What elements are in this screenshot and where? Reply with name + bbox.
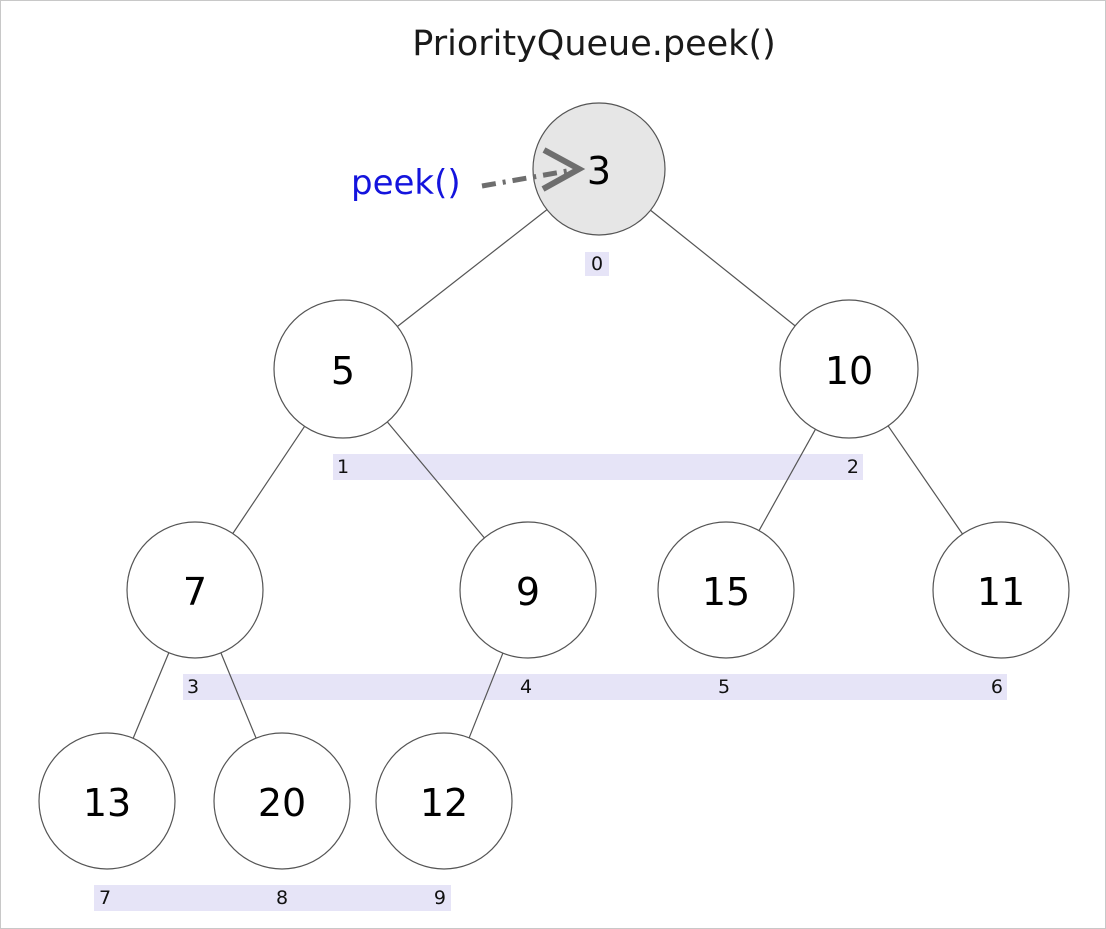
heap-node-circle[interactable] — [273, 299, 413, 439]
heap-node-value: 10 — [825, 349, 873, 393]
heap-node-1[interactable]: 5 — [273, 299, 413, 439]
heap-node-9[interactable]: 12 — [375, 732, 513, 870]
array-index-label: 7 — [99, 887, 111, 909]
heap-node-value: 9 — [516, 570, 540, 614]
array-index-label: 6 — [991, 676, 1003, 698]
peek-annotation-group: peek() — [351, 147, 586, 203]
heap-node-circle[interactable] — [779, 299, 919, 439]
array-index-label: 2 — [847, 456, 859, 478]
heap-node-circle[interactable] — [375, 732, 513, 870]
page-title: PriorityQueue.peek() — [412, 24, 776, 64]
tree-edge-3-8 — [220, 652, 257, 739]
tree-edge-4-9 — [468, 652, 504, 739]
array-index-label: 5 — [718, 676, 730, 698]
heap-node-value: 11 — [977, 570, 1025, 614]
index-band-level-0 — [585, 252, 609, 276]
tree-edge-2-6 — [887, 425, 963, 535]
heap-node-value: 5 — [331, 349, 355, 393]
index-band-level-1 — [333, 454, 863, 480]
heap-node-value: 3 — [587, 149, 611, 193]
heap-node-0[interactable]: 3 — [532, 102, 666, 236]
array-index-label: 0 — [591, 253, 603, 275]
array-index-label: 9 — [434, 887, 446, 909]
heap-node-value: 20 — [258, 781, 306, 825]
heap-node-6[interactable]: 11 — [932, 521, 1070, 659]
heap-node-circle[interactable] — [126, 521, 264, 659]
heap-node-circle-highlighted[interactable] — [532, 102, 666, 236]
tree-edge-3-7 — [132, 652, 170, 739]
heap-node-value: 13 — [83, 781, 131, 825]
heap-node-2[interactable]: 10 — [779, 299, 919, 439]
heap-node-circle[interactable] — [38, 732, 176, 870]
heap-node-4[interactable]: 9 — [459, 521, 597, 659]
heap-node-value: 7 — [183, 570, 207, 614]
tree-edge-2-5 — [758, 428, 816, 531]
heap-node-7[interactable]: 13 — [38, 732, 176, 870]
array-index-label: 4 — [520, 676, 532, 698]
tree-edges-group — [132, 209, 963, 739]
heap-node-circle[interactable] — [213, 732, 351, 870]
array-index-label: 8 — [276, 887, 288, 909]
heap-node-3[interactable]: 7 — [126, 521, 264, 659]
index-band-level-2 — [183, 674, 1007, 700]
heap-node-value: 12 — [420, 781, 468, 825]
heap-node-value: 15 — [702, 570, 750, 614]
tree-edge-0-2 — [650, 209, 796, 327]
array-index-label: 3 — [187, 676, 199, 698]
heap-node-circle[interactable] — [459, 521, 597, 659]
heap-node-circle[interactable] — [657, 521, 795, 659]
heap-node-5[interactable]: 15 — [657, 521, 795, 659]
index-band-level-3 — [94, 885, 451, 911]
array-index-label: 1 — [337, 456, 349, 478]
tree-edge-0-1 — [397, 209, 548, 327]
heap-node-8[interactable]: 20 — [213, 732, 351, 870]
peek-arrowhead-icon — [541, 147, 586, 192]
tree-edge-1-4 — [386, 421, 485, 539]
tree-edge-1-3 — [232, 425, 306, 534]
heap-node-circle[interactable] — [932, 521, 1070, 659]
peek-annotation-label: peek() — [351, 163, 461, 203]
